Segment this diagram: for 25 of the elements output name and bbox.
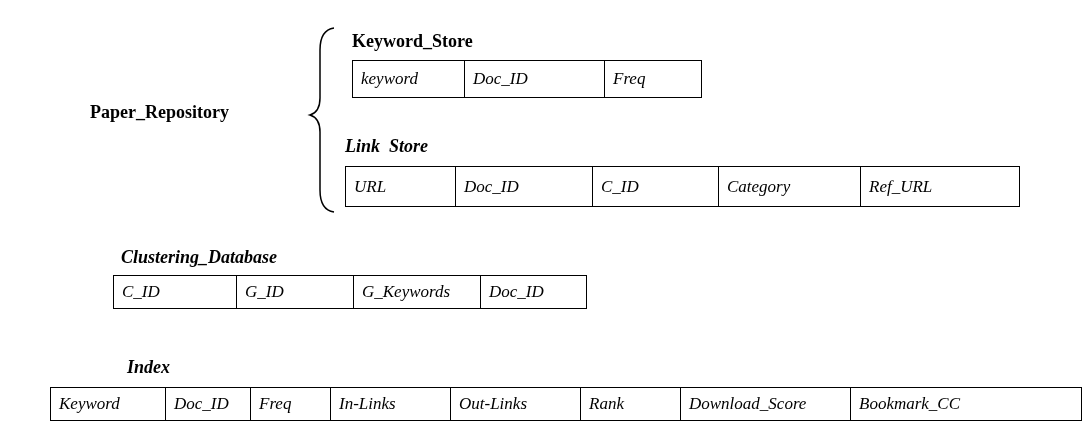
column-header: Category	[719, 167, 861, 206]
column-header: Doc_ID	[465, 61, 605, 97]
column-header: C_ID	[114, 276, 237, 308]
column-header: Doc_ID	[166, 388, 251, 420]
column-header: keyword	[353, 61, 465, 97]
group-label: Paper_Repository	[90, 102, 229, 123]
column-header: Doc_ID	[456, 167, 593, 206]
column-header: In-Links	[331, 388, 451, 420]
column-header: G_Keywords	[354, 276, 481, 308]
column-header: Rank	[581, 388, 681, 420]
column-header: Download_Score	[681, 388, 851, 420]
column-header: Ref_URL	[868, 175, 934, 198]
column-header: Out-Links	[451, 388, 581, 420]
table-title: Index	[127, 356, 170, 378]
column-header: C_ID	[593, 167, 719, 206]
column-header: Freq	[251, 388, 331, 420]
table-title: Link Store	[345, 135, 428, 157]
table-title: Clustering_Database	[121, 246, 278, 268]
column-header: URL	[346, 167, 456, 206]
column-header: G_ID	[237, 276, 354, 308]
column-header: Bookmark_CC	[858, 393, 962, 415]
column-header: Keyword	[51, 388, 166, 420]
column-header: Doc_ID	[488, 281, 545, 303]
column-header: Freq	[612, 68, 647, 90]
table-title: Keyword_Store	[352, 30, 473, 52]
